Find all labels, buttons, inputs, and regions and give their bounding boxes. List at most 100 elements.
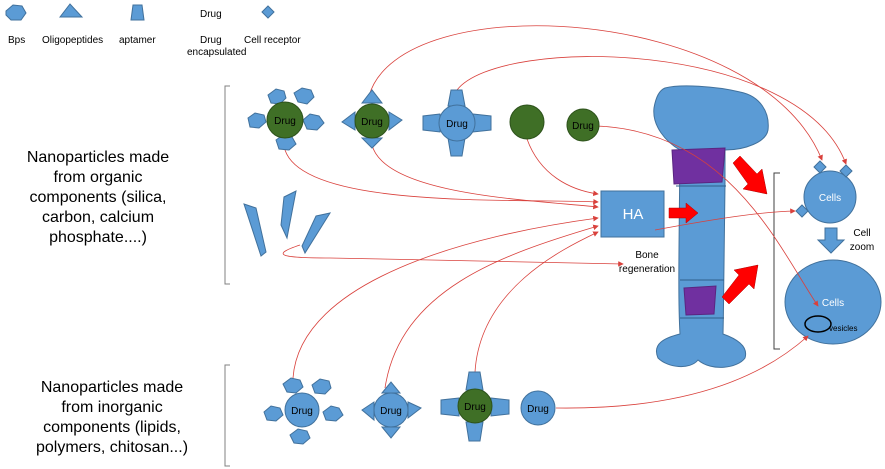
legend-aptamer-label: aptamer xyxy=(119,35,156,46)
cells-small-label: Cells xyxy=(819,193,841,204)
cell-receptor-icon xyxy=(839,164,853,178)
inorganic-np-oligopeptide xyxy=(361,381,422,439)
bone xyxy=(653,85,769,368)
inorganic-np-bps-drug-label: Drug xyxy=(291,406,313,417)
organic-np-oligopeptide xyxy=(341,89,403,149)
bps-hexagon-icon xyxy=(289,428,311,445)
legend-drug-label: Drug xyxy=(200,9,222,20)
bone-regeneration-line1: Bone xyxy=(635,250,659,261)
organic-title-line1: Nanoparticles made xyxy=(27,149,169,166)
aptamer-trapezoid-icon xyxy=(447,89,466,107)
bps-hexagon-icon xyxy=(267,88,287,105)
cell-zoom-line2: zoom xyxy=(850,242,874,253)
connector-line xyxy=(371,144,599,210)
cells-bracket xyxy=(773,172,780,350)
np-core xyxy=(373,392,409,428)
aptamer-trapezoid-icon xyxy=(440,397,460,417)
oligopeptide-triangle-icon xyxy=(380,426,402,439)
aptamer-trapezoid-icon xyxy=(472,113,492,133)
oligopeptide-triangle-icon xyxy=(388,111,403,132)
legend: Bps Oligopeptides aptamer Drug Drug enca… xyxy=(5,3,301,58)
shard-shape xyxy=(280,190,297,240)
inorganic-np-bps xyxy=(263,377,344,445)
inorganic-np-drug-encapsulated xyxy=(520,390,556,426)
connector-line xyxy=(594,125,819,307)
ha-to-bone-arrow-icon xyxy=(668,202,699,224)
organic-np-drug-green xyxy=(566,108,600,142)
connector-line xyxy=(284,149,599,205)
inorganic-title-line3: components (lipids, xyxy=(43,419,181,436)
oligopeptide-triangle-icon xyxy=(361,401,375,422)
aptamer-trapezoid-icon xyxy=(130,4,145,21)
bps-hexagon-icon xyxy=(282,377,304,394)
organic-bracket xyxy=(224,85,230,285)
cell-zoom-arrow-icon xyxy=(816,227,846,254)
organic-np-aptamer xyxy=(422,89,492,157)
np-core xyxy=(438,104,476,142)
organic-np-plain-drug xyxy=(509,104,545,140)
cell-receptor-icon xyxy=(795,204,809,218)
cells-large-label: Cells xyxy=(822,298,844,309)
connector-line xyxy=(282,244,624,267)
inorganic-np-aptamer xyxy=(440,371,510,442)
organic-np-bps xyxy=(247,87,325,151)
aptamer-trapezoid-icon xyxy=(465,371,484,391)
bps-hexagon-icon xyxy=(263,405,284,422)
connector-lines xyxy=(282,25,847,409)
cell-receptor-diamond-icon xyxy=(261,5,275,19)
connector-line xyxy=(654,208,796,231)
organic-np-drug-green-label: Drug xyxy=(572,121,594,132)
inorganic-np-aptamer-drug-label: Drug xyxy=(464,402,486,413)
oligopeptide-triangle-icon xyxy=(58,3,84,18)
aptamer-trapezoid-icon xyxy=(490,397,510,417)
organic-title-line5: phosphate....) xyxy=(49,229,147,246)
connector-line xyxy=(292,215,599,379)
organic-title-line4: carbon, calcium xyxy=(42,209,154,226)
connector-line xyxy=(384,224,599,389)
drug-core xyxy=(457,388,493,424)
connector-line xyxy=(368,25,823,161)
connector-line xyxy=(474,231,599,373)
aptamer-trapezoid-icon xyxy=(465,421,484,442)
oligopeptide-triangle-icon xyxy=(360,137,384,149)
bps-hexagon-icon xyxy=(311,378,332,395)
bps-hexagon-icon xyxy=(247,112,267,129)
bps-hexagon-icon xyxy=(322,405,344,422)
inorganic-np-oligopeptide-drug-label: Drug xyxy=(380,406,402,417)
inorganic-title-line1: Nanoparticles made xyxy=(41,379,183,396)
organic-title-line2: from organic xyxy=(54,169,143,186)
drug-core xyxy=(354,103,390,139)
oligopeptide-triangle-icon xyxy=(360,89,384,104)
bone-defect-lower xyxy=(683,285,717,316)
shard-shape xyxy=(301,212,332,255)
connector-line xyxy=(456,56,847,165)
legend-cell-receptor-label: Cell receptor xyxy=(244,35,301,46)
shard-shape xyxy=(243,203,267,257)
cells-small-circle xyxy=(803,170,857,224)
inorganic-title: Nanoparticles made from inorganic compon… xyxy=(36,379,188,456)
inorganic-bracket xyxy=(224,364,230,467)
bone-shape xyxy=(653,85,769,368)
ha-label: HA xyxy=(623,206,644,223)
inorganic-np-drug-encapsulated-label: Drug xyxy=(527,404,549,415)
np-core xyxy=(284,392,320,428)
bps-hexagon-icon xyxy=(302,113,325,131)
organic-title: Nanoparticles made from organic componen… xyxy=(27,149,169,246)
vesicles-label: vesicles xyxy=(829,324,857,333)
bps-hexagon-icon xyxy=(5,4,27,21)
bone-defect-upper xyxy=(671,147,726,185)
inorganic-title-line4: polymers, chitosan...) xyxy=(36,439,188,456)
inorganic-title-line2: from inorganic xyxy=(61,399,162,416)
legend-oligopeptides-label: Oligopeptides xyxy=(42,35,103,46)
connector-line xyxy=(555,335,809,409)
organic-np-oligopeptide-drug-label: Drug xyxy=(361,117,383,128)
cell-receptor-icon xyxy=(813,160,827,174)
oligopeptide-triangle-icon xyxy=(407,401,422,420)
organic-shards xyxy=(243,190,332,257)
vesicle-ellipse xyxy=(804,315,832,333)
legend-bps-label: Bps xyxy=(8,35,25,46)
ha-box xyxy=(600,190,665,238)
bone-to-cells-upper-arrow-icon xyxy=(732,155,768,195)
drug-core xyxy=(266,101,304,139)
